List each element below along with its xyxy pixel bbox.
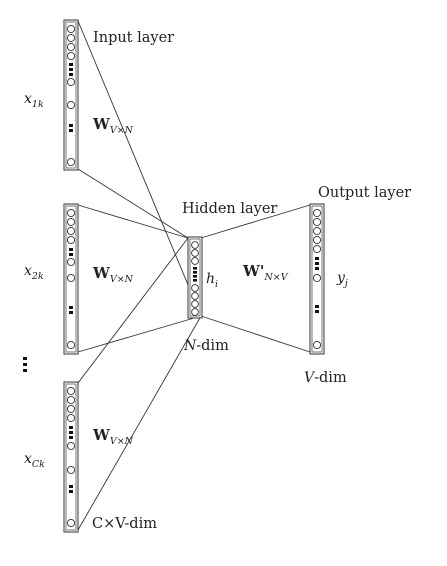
weight-matrix-c-label: WV×N [92,426,134,447]
connection-lines [77,20,311,531]
edge-input2-top-to-hidden-top [77,204,189,239]
input-vector-2 [63,203,79,355]
hidden-layer-label: Hidden layer [182,201,277,217]
output-layer-label: Output layer [318,185,411,201]
weight-matrix-1-label: WV×N [92,115,134,136]
input-layer-label: Input layer [93,30,174,46]
input-vector-1 [63,19,79,171]
hi-label: hi [206,271,218,290]
n-dim-label: N-dim [183,338,229,354]
x2k-label: x2k [24,263,44,282]
cv-dim-label: C×V-dim [92,516,157,532]
hidden-vector [187,236,203,319]
output-vector [309,203,325,355]
weight-matrix-out-label: W'N×V [242,262,289,283]
input-vector-c [63,381,79,533]
vertical-ellipsis [23,357,27,372]
edge-inputc-bottom-to-hidden-bottom [77,315,202,531]
edge-hidden-top-to-output-top [200,204,311,239]
x1k-label: x1k [24,91,44,110]
yj-label: yj [336,270,348,289]
edge-input1-bottom-to-hidden-top [77,168,189,239]
edge-inputc-top-to-hidden-top [77,237,189,384]
weight-matrix-2-label: WV×N [92,264,134,285]
xck-label: xCk [24,451,45,470]
edge-hidden-bottom-to-output-bottom [200,315,311,353]
edge-input1-top-to-hidden-bottom [77,20,202,317]
edge-input2-bottom-to-hidden-bottom [77,315,202,353]
v-dim-label: V-dim [304,370,347,386]
